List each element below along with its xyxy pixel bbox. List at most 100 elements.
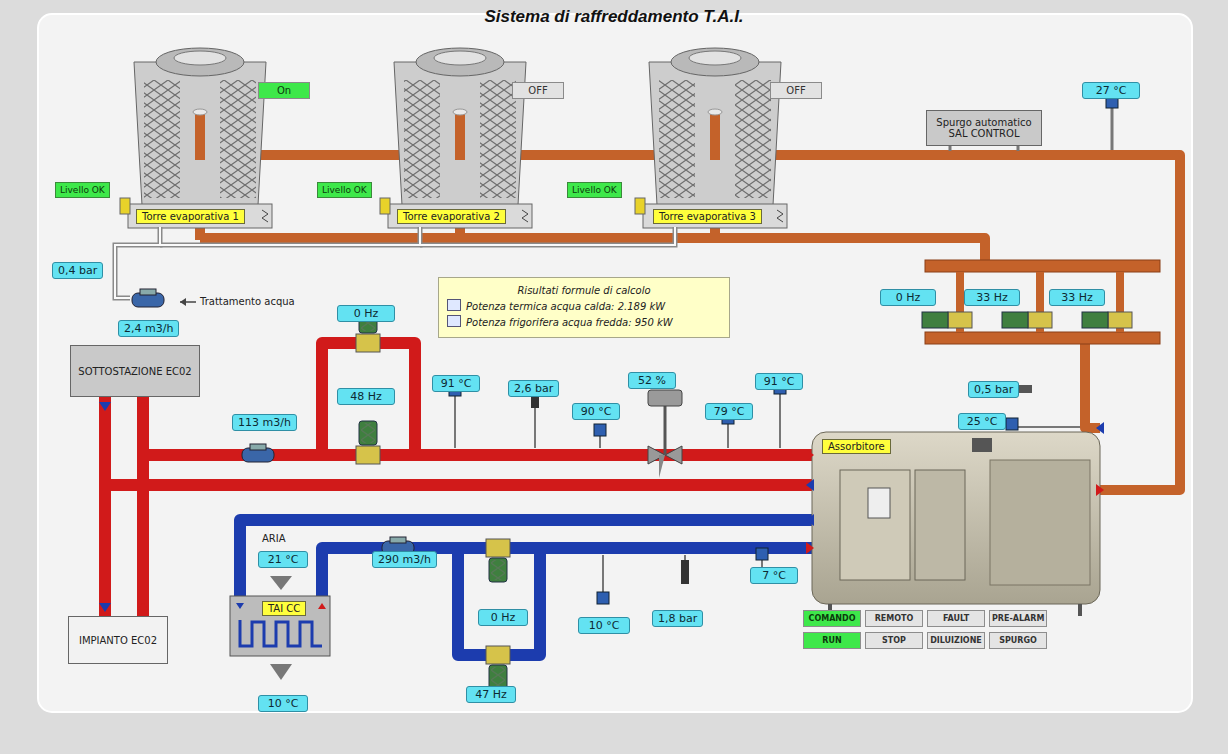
equipment-label: Torre evaporativa 2 <box>397 209 506 224</box>
value-display: 0,5 bar <box>968 381 1019 398</box>
value-display: 113 m3/h <box>232 414 297 431</box>
node-text: Livello OK <box>322 185 367 195</box>
value-display: 21 °C <box>258 551 308 568</box>
node-text: 52 % <box>638 374 666 387</box>
tower-heater <box>777 210 783 222</box>
value-display: 0 Hz <box>880 289 936 306</box>
value-display: 0,4 bar <box>52 262 103 279</box>
value-display: 91 °C <box>432 375 480 392</box>
result-line: Potenza termica acqua calda: 2.189 kW <box>466 301 665 312</box>
node-text: 21 °C <box>268 553 299 566</box>
node-text: Livello OK <box>60 185 105 195</box>
equipment-label: Torre evaporativa 1 <box>136 209 245 224</box>
float-valve <box>120 198 130 214</box>
command-button: SPURGO <box>989 632 1047 649</box>
value-display: 79 °C <box>705 403 753 420</box>
node-text: Torre evaporativa 1 <box>142 211 239 222</box>
tower-heater <box>522 210 528 222</box>
node-text: Livello OK <box>572 185 617 195</box>
node-text: FAULT <box>943 614 969 623</box>
tower-fan <box>671 48 759 76</box>
node-text: 47 Hz <box>475 688 507 701</box>
value-display: 0 Hz <box>337 305 395 322</box>
value-display: 10 °C <box>258 695 308 712</box>
flow-arrow <box>99 603 111 612</box>
float-valve <box>380 198 390 214</box>
node-text: REMOTO <box>875 614 914 623</box>
tower-fins <box>659 80 695 198</box>
node-text: DILUIZIONE <box>930 636 982 645</box>
node-text: 33 Hz <box>1061 291 1093 304</box>
value-display: 33 Hz <box>1049 289 1105 306</box>
tower-fins <box>735 80 771 198</box>
cooling-tower <box>134 62 266 205</box>
tower-nozzle <box>453 109 467 115</box>
value-display: 91 °C <box>755 373 803 390</box>
level-indicator: Livello OK <box>55 182 110 198</box>
node-text: On <box>277 85 291 96</box>
flow-arrow <box>99 402 111 411</box>
status-indicator: OFF <box>770 82 822 99</box>
result-line: Potenza frigorifera acqua fredda: 950 kW <box>466 317 673 328</box>
node-text: 10 °C <box>589 619 620 632</box>
tower-nozzle <box>193 109 207 115</box>
equipment-box: Spurgo automatico SAL CONTROL <box>926 110 1042 146</box>
node-text: 0 Hz <box>354 307 379 320</box>
tower-basin <box>643 204 787 228</box>
node-text: 79 °C <box>714 405 745 418</box>
tower-nozzle <box>708 109 722 115</box>
value-display: 0 Hz <box>478 609 528 626</box>
node-text: RUN <box>822 636 841 645</box>
value-display: 33 Hz <box>964 289 1020 306</box>
command-button: STOP <box>865 632 923 649</box>
node-text: SPURGO <box>999 636 1037 645</box>
node-text: 113 m3/h <box>238 416 291 429</box>
status-indicator: OFF <box>512 82 564 99</box>
chart-icon <box>447 315 461 327</box>
tower-fan <box>156 48 244 76</box>
result-row: Risultati formule di calcolo <box>447 285 721 296</box>
tower-fan <box>416 48 504 76</box>
node-text: 0 Hz <box>491 611 516 624</box>
node-text: 0,5 bar <box>974 383 1013 396</box>
value-display: 7 °C <box>750 567 798 584</box>
panel-heading: Risultati formule di calcolo <box>517 285 650 296</box>
node-text: 2,4 m3/h <box>124 322 173 335</box>
flow-arrow <box>137 602 149 611</box>
equipment-label: Torre evaporativa 3 <box>653 209 762 224</box>
node-text: 7 °C <box>762 569 786 582</box>
node-text: 91 °C <box>441 377 472 390</box>
command-button: DILUIZIONE <box>927 632 985 649</box>
status-indicator: On <box>258 82 310 99</box>
diagram-title: Sistema di raffreddamento T.A.I. <box>0 7 1228 27</box>
value-display: 290 m3/h <box>372 551 437 568</box>
chart-icon <box>447 299 461 311</box>
tower-fins <box>220 80 256 198</box>
node-text: 1,8 bar <box>658 612 697 625</box>
level-indicator: Livello OK <box>567 182 622 198</box>
value-display: 90 °C <box>572 403 620 420</box>
tower-basin <box>128 204 272 228</box>
tower-basin <box>388 204 532 228</box>
node-text: Spurgo automatico SAL CONTROL <box>931 117 1037 139</box>
results-panel: Risultati formule di calcoloPotenza term… <box>438 277 730 338</box>
node-text: OFF <box>528 85 547 96</box>
tower-pipe <box>455 112 465 160</box>
node-text: 0,4 bar <box>58 264 97 277</box>
equipment-label: Assorbitore <box>822 439 891 454</box>
value-display: 2,6 bar <box>508 380 559 397</box>
tower-heater <box>262 210 268 222</box>
pipe-line <box>137 397 149 616</box>
node-text: STOP <box>882 636 906 645</box>
value-display: 48 Hz <box>337 388 395 405</box>
float-valve <box>635 198 645 214</box>
value-display: 52 % <box>628 372 676 389</box>
tower-fins <box>144 80 180 198</box>
node-text: Torre evaporativa 2 <box>403 211 500 222</box>
node-text: 33 Hz <box>976 291 1008 304</box>
node-text: TAI CC <box>268 603 300 614</box>
node-text: OFF <box>786 85 805 96</box>
flow-arrow <box>137 401 149 410</box>
hot-water-pipe <box>137 397 149 616</box>
node-text: 0 Hz <box>896 291 921 304</box>
